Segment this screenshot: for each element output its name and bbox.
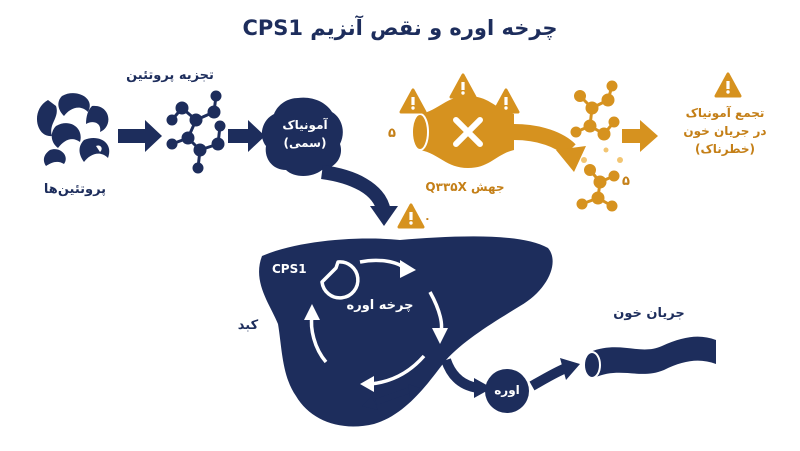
arrow-liver-to-urea [441,358,479,393]
marker-pipe: ۵ [388,126,396,141]
warning-triangle-icon [397,203,425,229]
warning-triangle-icon [449,73,477,99]
blocked-pipe-icon [411,96,514,168]
ammonia-blob [261,97,343,176]
ammonia-toxic-label: (سمی) [283,136,327,150]
arrow-urea-to-vessel [529,363,568,391]
warning-triangle-icon [492,88,520,114]
urea-label: اوره [494,383,520,397]
proteins-label: پروتئین‌ها [43,182,107,197]
accumulation-label-3: (خطرناک) [694,142,756,156]
urea-cycle-label: چرخه اوره [346,298,414,313]
arrow-molecules-to-ammonia [228,120,265,152]
ammonia-label: آمونیاک [282,118,328,132]
liver-shape [259,236,553,427]
cps1-label: CPS1 [272,262,307,276]
accumulation-label-1: تجمع آمونیاک [685,106,765,120]
arrow-pipe-to-gold-molecules [513,124,576,157]
arrow-protein-to-molecules [118,120,162,152]
double-arrow [375,387,411,405]
protein-ribbon-icon [36,93,110,166]
molecule-cluster-icon [166,90,226,174]
liver-label: کبد [237,318,259,333]
page-title: چرخه اوره و نقص آنزیم CPS1 [242,16,558,40]
marker-gold-molecules: ۵ [622,174,630,189]
marker-warning: ۰ [424,212,431,225]
protein-breakdown-label: تجزیه پروتئین [126,68,214,83]
mutation-label: جهش Q۳۳۵X [425,180,505,194]
blood-vessel-icon [583,336,716,379]
urea-circle [485,369,529,413]
arrow-ammonia-to-liver [320,165,391,214]
gold-molecule-cluster [570,80,623,212]
arrow-gold-molecules-to-accum [622,120,658,152]
warning-triangle-icon [714,72,742,98]
cps1-enzyme-icon [320,260,360,300]
bloodstream-label: جریان خون [613,306,685,321]
warning-triangle-icon [399,88,427,114]
accumulation-label-2: در جریان خون [683,124,767,138]
